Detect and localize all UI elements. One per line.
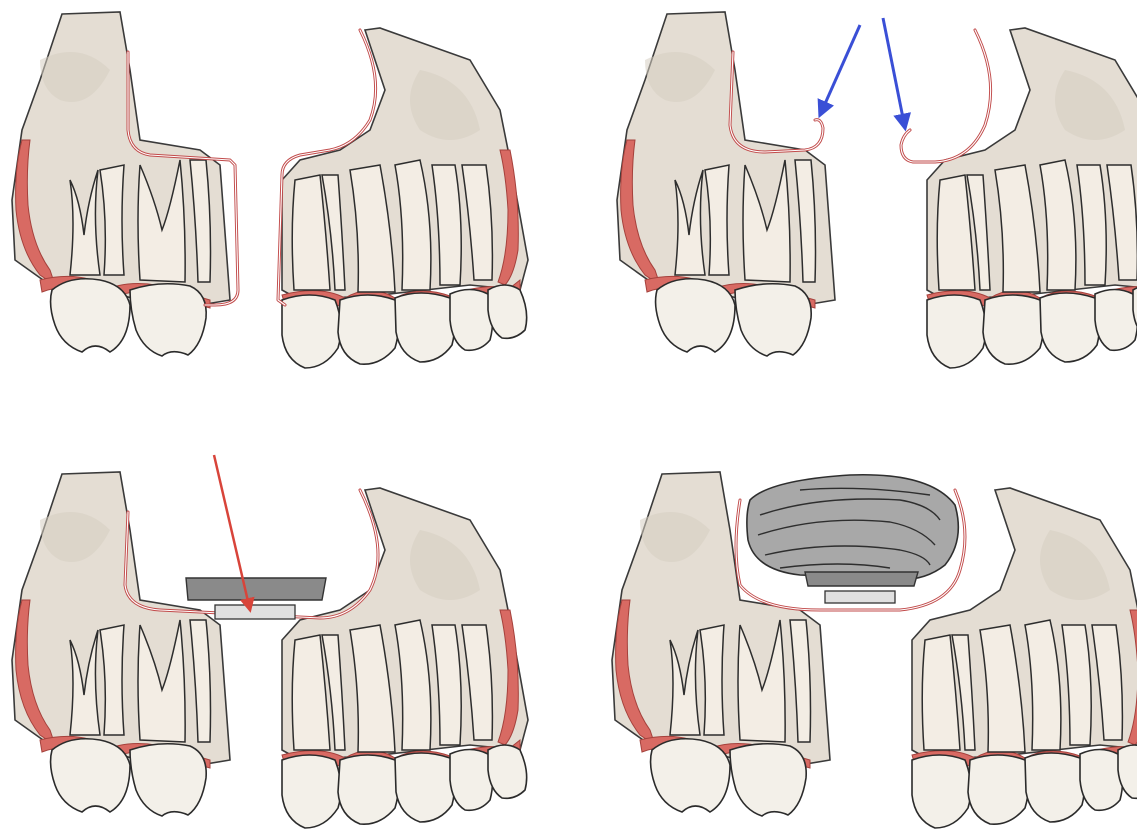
graft-block <box>805 572 918 586</box>
membrane-elevated-right <box>901 30 991 162</box>
panel-4 <box>612 472 1137 828</box>
panel-3 <box>12 455 528 828</box>
graft-mesh <box>215 605 295 619</box>
panel-1 <box>12 12 528 368</box>
left-maxilla-segment <box>617 12 835 356</box>
arrow-right <box>883 18 905 128</box>
right-maxilla-segment <box>927 28 1137 368</box>
right-maxilla-segment <box>282 488 528 828</box>
graft-block <box>186 578 326 600</box>
left-maxilla-segment <box>12 472 230 816</box>
right-maxilla-segment <box>282 28 528 368</box>
panel-2 <box>617 12 1137 368</box>
left-maxilla-segment <box>12 12 230 356</box>
graft-mesh <box>825 591 895 603</box>
arrow-left <box>820 25 860 115</box>
